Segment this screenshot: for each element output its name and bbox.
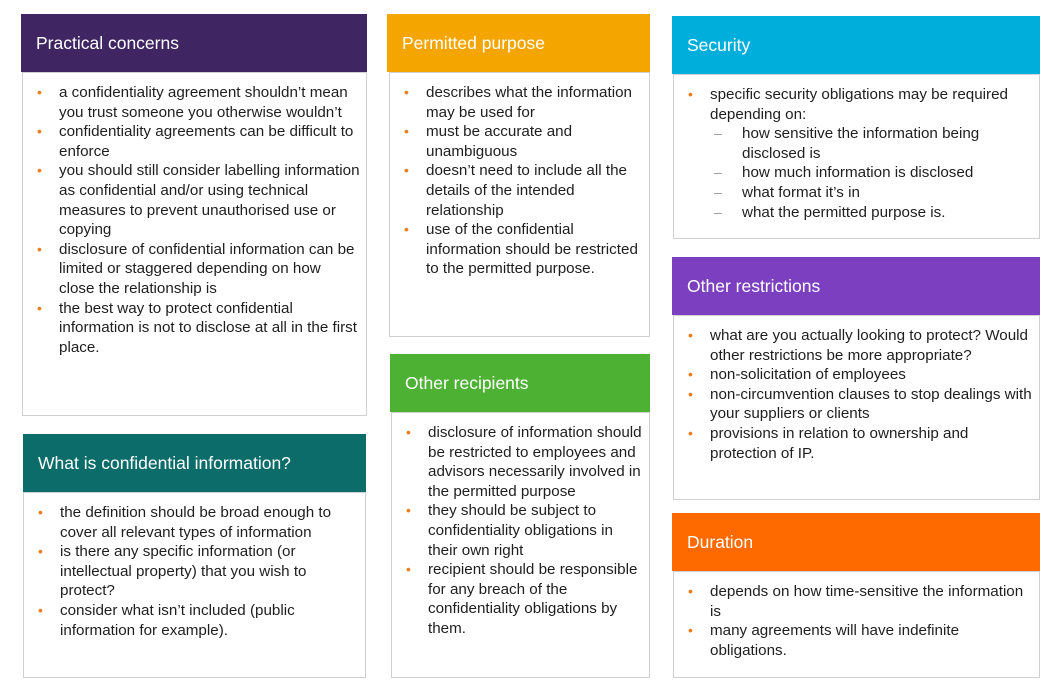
panel-title: Duration (687, 531, 754, 552)
panel-duration: Duration depends on how time-sensitive t… (672, 513, 1040, 678)
list-item: must be accurate and unambiguous (394, 122, 643, 161)
bullet-list: a confidentiality agreement shouldn’t me… (27, 83, 360, 357)
sub-list-item: what format it’s in (678, 183, 1033, 203)
bullet-list: specific security obligations may be req… (678, 85, 1033, 222)
panel-other-recipients: Other recipients disclosure of informati… (390, 354, 650, 678)
panel-body: describes what the information may be us… (389, 72, 650, 337)
panel-body: disclosure of information should be rest… (391, 412, 650, 678)
panel-security: Security specific security obligations m… (672, 16, 1040, 239)
list-item: use of the confidential information shou… (394, 220, 643, 279)
panel-header: Permitted purpose (387, 14, 650, 72)
panel-practical-concerns: Practical concerns a confidentiality agr… (21, 14, 367, 416)
list-item: the definition should be broad enough to… (28, 503, 359, 542)
panel-title: Practical concerns (36, 32, 179, 53)
list-item: consider what isn’t included (public inf… (28, 601, 359, 640)
list-item: recipient should be responsible for any … (396, 560, 643, 638)
panel-header: Other recipients (390, 354, 650, 412)
sub-list-item: what the permitted purpose is. (678, 203, 1033, 223)
panel-body: the definition should be broad enough to… (23, 492, 366, 678)
panel-title: Other restrictions (687, 275, 821, 296)
panel-header: Practical concerns (21, 14, 367, 72)
panel-header: Duration (672, 513, 1040, 571)
list-item: the best way to protect confidential inf… (27, 299, 360, 358)
bullet-list: describes what the information may be us… (394, 83, 643, 279)
list-item: is there any specific information (or in… (28, 542, 359, 601)
panel-body: depends on how time-sensitive the inform… (673, 571, 1040, 678)
panel-title: Other recipients (405, 372, 529, 393)
list-item: they should be subject to confidentialit… (396, 501, 643, 560)
list-item: depends on how time-sensitive the inform… (678, 582, 1033, 621)
list-item: many agreements will have indefinite obl… (678, 621, 1033, 660)
list-item: confidentiality agreements can be diffic… (27, 122, 360, 161)
list-item: specific security obligations may be req… (678, 85, 1033, 124)
panel-title: What is confidential information? (38, 452, 291, 473)
list-item: you should still consider labelling info… (27, 161, 360, 239)
sub-list-item: how much information is disclosed (678, 163, 1033, 183)
panel-body: a confidentiality agreement shouldn’t me… (22, 72, 367, 416)
list-item: doesn’t need to include all the details … (394, 161, 643, 220)
panel-title: Security (687, 34, 751, 55)
panel-header: Other restrictions (672, 257, 1040, 315)
list-item: what are you actually looking to protect… (678, 326, 1033, 365)
list-item: disclosure of information should be rest… (396, 423, 643, 501)
list-item: describes what the information may be us… (394, 83, 643, 122)
bullet-list: what are you actually looking to protect… (678, 326, 1033, 463)
bullet-list: disclosure of information should be rest… (396, 423, 643, 639)
panel-body: specific security obligations may be req… (673, 74, 1040, 239)
list-item: disclosure of confidential information c… (27, 240, 360, 299)
bullet-list: depends on how time-sensitive the inform… (678, 582, 1033, 660)
panel-other-restrictions: Other restrictions what are you actually… (672, 257, 1040, 500)
panel-body: what are you actually looking to protect… (673, 315, 1040, 500)
bullet-list: the definition should be broad enough to… (28, 503, 359, 640)
list-item: non-solicitation of employees (678, 365, 1033, 385)
panel-permitted-purpose: Permitted purpose describes what the inf… (387, 14, 650, 337)
list-item: non-circumvention clauses to stop dealin… (678, 385, 1033, 424)
panel-header: What is confidential information? (23, 434, 366, 492)
list-item: a confidentiality agreement shouldn’t me… (27, 83, 360, 122)
sub-list-item: how sensitive the information being disc… (678, 124, 1033, 163)
panel-header: Security (672, 16, 1040, 74)
panel-title: Permitted purpose (402, 32, 545, 53)
list-item: provisions in relation to ownership and … (678, 424, 1033, 463)
panel-what-is-confidential-information: What is confidential information? the de… (23, 434, 366, 678)
